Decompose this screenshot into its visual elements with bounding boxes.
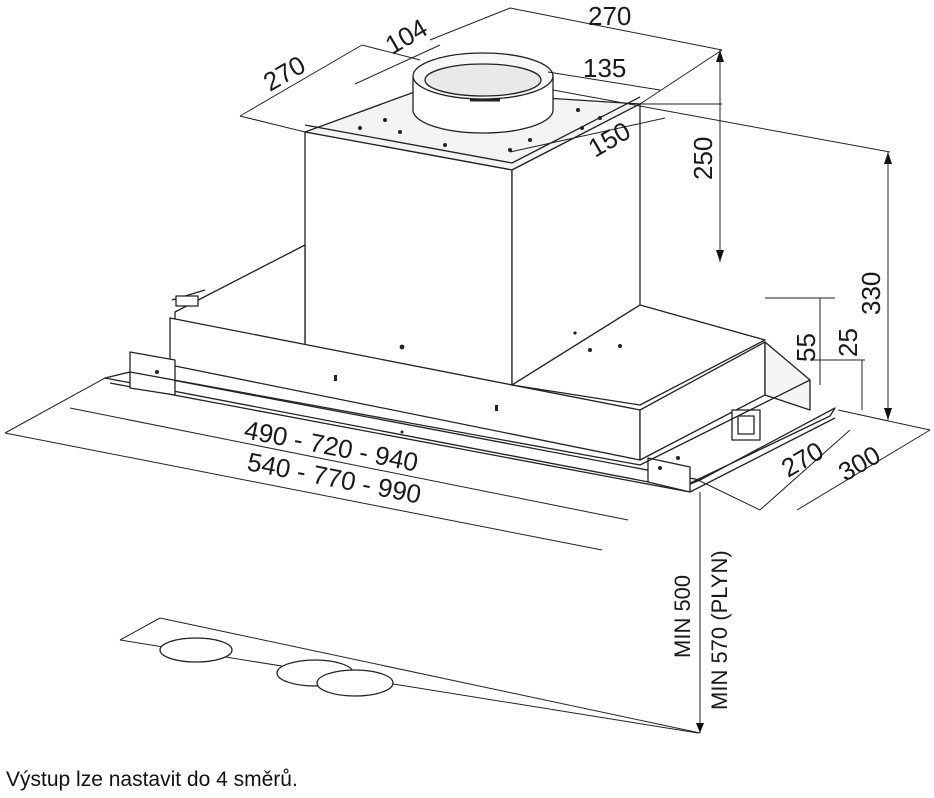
dimension-lines: [4, 7, 931, 734]
dim-duct-center-135: 135: [583, 53, 626, 83]
dim-min-height: MIN 500: [670, 575, 695, 658]
cooktop-burners: [159, 637, 394, 697]
dim-outer-depth-300: 300: [833, 440, 886, 488]
caption-text: Výstup lze nastavit do 4 směrů.: [6, 768, 298, 791]
dim-frame-inner-25: 25: [833, 328, 863, 357]
dim-duct-offset-104: 104: [380, 13, 433, 61]
dim-top-depth-270: 270: [258, 50, 311, 98]
dim-total-height-330: 330: [856, 272, 886, 315]
canopy-frame: [104, 244, 836, 493]
duct-collar: [412, 52, 554, 134]
frame-holes: [155, 331, 680, 470]
dim-frame-height-55: 55: [791, 333, 821, 362]
motor-housing: [304, 89, 641, 386]
dim-inner-depth-270: 270: [776, 436, 829, 484]
arrowheads: [696, 50, 892, 733]
dim-top-width-270: 270: [588, 1, 631, 31]
dim-min-height-gas: MIN 570 (PLYN): [707, 550, 732, 710]
top-screw-holes: [358, 108, 602, 152]
dim-box-height-250: 250: [688, 137, 718, 180]
